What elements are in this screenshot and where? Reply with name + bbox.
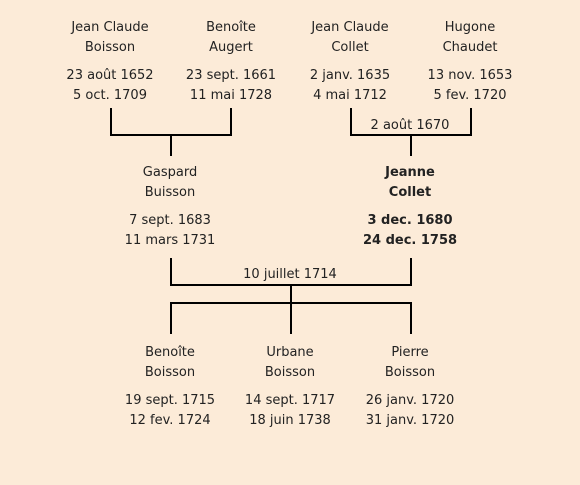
- birth-date: 19 sept. 1715: [124, 393, 216, 408]
- birth-date: 2 janv. 1635: [309, 68, 391, 83]
- person-benoite-boisson: Benoîte Boisson 19 sept. 1715 12 fev. 17…: [105, 343, 235, 431]
- person-benoite-augert: Benoîte Augert 23 sept. 1661 11 mai 1728: [166, 18, 296, 106]
- connector-line: [110, 108, 112, 136]
- connector-line: [410, 258, 412, 286]
- person-last-name: Collet: [388, 185, 432, 200]
- birth-date: 23 sept. 1661: [185, 68, 277, 83]
- birth-date: 14 sept. 1717: [244, 393, 336, 408]
- person-jeanne-collet: Jeanne Collet 3 dec. 1680 24 dec. 1758: [345, 163, 475, 251]
- death-date: 31 janv. 1720: [365, 413, 455, 428]
- person-first-name: Urbane: [266, 345, 314, 360]
- person-last-name: Boisson: [264, 365, 316, 380]
- death-date: 12 fev. 1724: [129, 413, 211, 428]
- person-first-name: Jeanne: [385, 165, 435, 180]
- person-first-name: Hugone: [444, 20, 496, 35]
- person-last-name: Augert: [209, 40, 253, 55]
- person-gaspard-buisson: Gaspard Buisson 7 sept. 1683 11 mars 173…: [105, 163, 235, 251]
- connector-line: [170, 134, 172, 156]
- marriage-date: 10 juillet 1714: [243, 267, 337, 282]
- birth-date: 23 août 1652: [66, 68, 154, 83]
- connector-line: [230, 108, 232, 136]
- death-date: 18 juin 1738: [249, 413, 331, 428]
- person-last-name: Buisson: [144, 185, 196, 200]
- death-date: 5 fev. 1720: [433, 88, 507, 103]
- birth-date: 13 nov. 1653: [427, 68, 513, 83]
- birth-date: 26 janv. 1720: [365, 393, 455, 408]
- birth-date: 7 sept. 1683: [129, 213, 211, 228]
- connector-line: [410, 134, 412, 156]
- person-first-name: Pierre: [391, 345, 429, 360]
- person-first-name: Gaspard: [142, 165, 198, 180]
- person-last-name: Collet: [331, 40, 369, 55]
- person-urbane-boisson: Urbane Boisson 14 sept. 1717 18 juin 173…: [225, 343, 355, 431]
- person-hugone-chaudet: Hugone Chaudet 13 nov. 1653 5 fev. 1720: [405, 18, 535, 106]
- death-date: 4 mai 1712: [313, 88, 387, 103]
- death-date: 5 oct. 1709: [73, 88, 147, 103]
- connector-line: [350, 108, 352, 136]
- person-first-name: Jean Claude: [311, 20, 389, 35]
- death-date: 11 mars 1731: [124, 233, 216, 248]
- birth-date: 3 dec. 1680: [367, 213, 453, 228]
- connector-line: [290, 302, 292, 334]
- person-jean-claude-boisson: Jean Claude Boisson 23 août 1652 5 oct. …: [45, 18, 175, 106]
- person-first-name: Jean Claude: [71, 20, 149, 35]
- person-last-name: Chaudet: [442, 40, 498, 55]
- marriage-date: 2 août 1670: [370, 118, 450, 133]
- death-date: 24 dec. 1758: [362, 233, 458, 248]
- connector-line: [470, 108, 472, 136]
- person-first-name: Benoîte: [145, 345, 195, 360]
- death-date: 11 mai 1728: [189, 88, 273, 103]
- person-pierre-boisson: Pierre Boisson 26 janv. 1720 31 janv. 17…: [345, 343, 475, 431]
- connector-line: [410, 302, 412, 334]
- person-last-name: Boisson: [144, 365, 196, 380]
- connector-line: [170, 258, 172, 286]
- connector-line: [170, 302, 172, 334]
- person-first-name: Benoîte: [206, 20, 256, 35]
- person-last-name: Boisson: [384, 365, 436, 380]
- person-jean-claude-collet: Jean Claude Collet 2 janv. 1635 4 mai 17…: [285, 18, 415, 106]
- person-last-name: Boisson: [84, 40, 136, 55]
- connector-line: [290, 284, 292, 304]
